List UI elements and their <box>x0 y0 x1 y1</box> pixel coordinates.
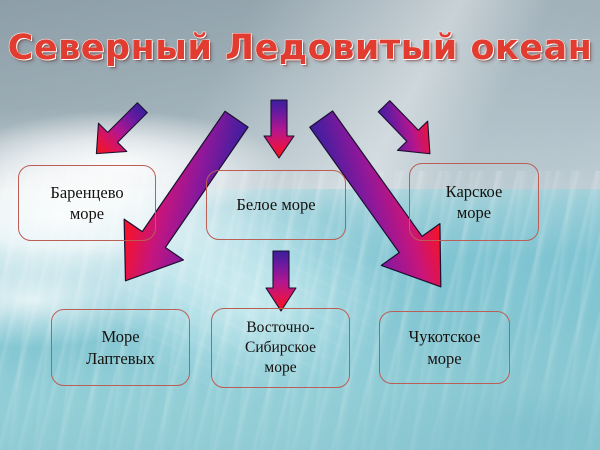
sea-box-barents-label: Баренцево море <box>42 182 131 224</box>
arrow-to-chukchi <box>292 96 470 311</box>
sea-box-kara[interactable]: Карское море <box>409 163 539 241</box>
sea-box-east-siberian-label: Восточно- Сибирское море <box>237 318 324 377</box>
sea-label-line: Белое море <box>236 195 316 215</box>
sea-label-line: Восточно- <box>246 319 315 337</box>
sea-label-line: Лаптевых <box>86 348 155 368</box>
arrow-to-vsib <box>265 249 297 313</box>
arrow-to-barents <box>86 96 152 166</box>
sea-box-white[interactable]: Белое море <box>206 170 346 240</box>
sea-label-line: Сибирское <box>244 339 316 357</box>
sea-label-line: море <box>264 358 297 376</box>
sea-box-white-label: Белое море <box>228 194 323 215</box>
arrow-to-kara <box>372 94 442 166</box>
sea-box-barents[interactable]: Баренцево море <box>18 165 156 241</box>
sea-box-laptev[interactable]: Море Лаптевых <box>51 309 190 386</box>
sea-label-line: море <box>69 204 105 223</box>
sea-box-chukchi-label: Чукотское море <box>401 326 489 368</box>
arrow-to-laptev <box>106 98 256 303</box>
sea-label-line: море <box>456 203 492 222</box>
sea-label-line: Баренцево <box>50 182 124 202</box>
sea-box-laptev-label: Море Лаптевых <box>78 326 163 368</box>
arrow-to-white <box>263 98 295 160</box>
sea-label-line: Карское <box>445 181 503 201</box>
sea-box-kara-label: Карское море <box>438 181 511 223</box>
sea-label-line: Чукотское <box>408 327 481 347</box>
sea-label-line: Море <box>101 327 140 347</box>
sea-label-line: море <box>427 348 462 368</box>
page-title: Северный Ледовитый океан <box>7 27 593 68</box>
sea-box-east-siberian[interactable]: Восточно- Сибирское море <box>211 308 350 388</box>
sea-box-chukchi[interactable]: Чукотское море <box>379 311 510 384</box>
